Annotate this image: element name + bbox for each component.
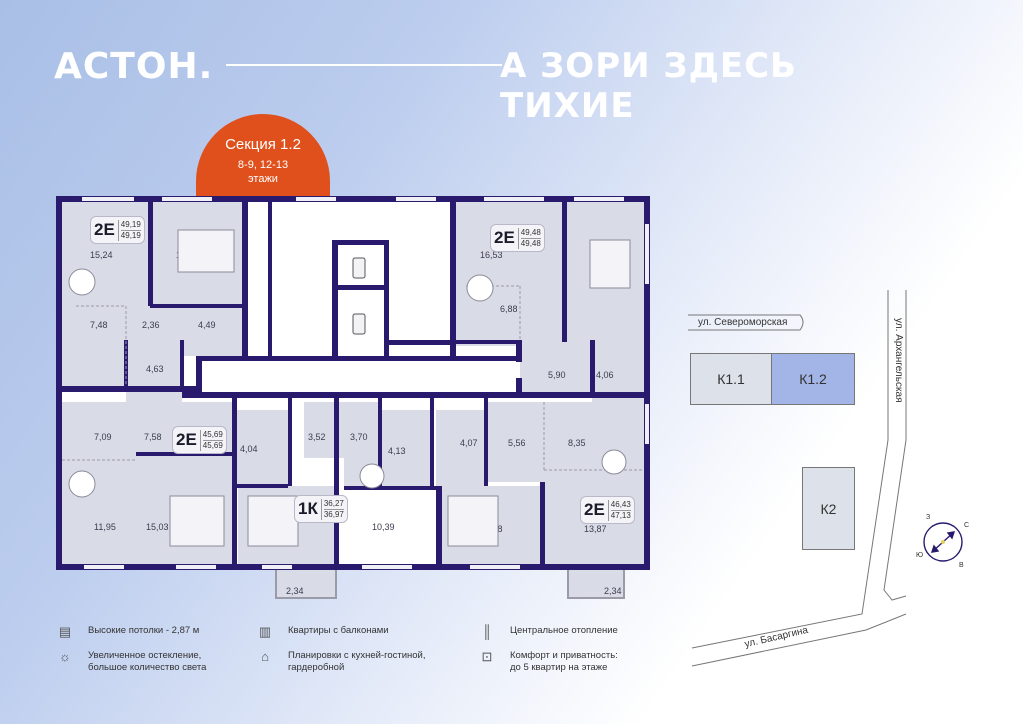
apartment-badge[interactable]: 2Е 46,43 47,13 — [580, 496, 635, 524]
svg-text:15,03: 15,03 — [146, 522, 169, 532]
apartment-type: 1К — [298, 499, 318, 518]
apartment-areas: 49,19 49,19 — [117, 219, 141, 241]
legend-text: Центральное отопление — [510, 625, 618, 636]
area-total: 49,19 — [120, 219, 141, 231]
apartment-areas: 49,48 49,48 — [517, 227, 541, 249]
svg-text:4,49: 4,49 — [198, 320, 216, 330]
apartment-type: 2Е — [494, 228, 515, 247]
area-total: 45,69 — [202, 429, 223, 441]
map-block-k1-1[interactable]: К1.1 — [690, 353, 772, 405]
svg-text:5,90: 5,90 — [548, 370, 566, 380]
area-alt: 45,69 — [202, 440, 223, 450]
svg-text:4,13: 4,13 — [388, 446, 406, 456]
legend-column-3: ║ Центральное отопление ⊡ Комфорт и прив… — [478, 625, 618, 683]
apartment-type: 2Е — [94, 220, 115, 239]
legend-text: Увеличенное остекление, большое количест… — [88, 650, 207, 673]
area-alt: 36,97 — [323, 509, 344, 519]
svg-text:6,88: 6,88 — [500, 304, 518, 314]
compass-west-label: З — [926, 514, 931, 521]
map-block-k2[interactable]: К2 — [802, 467, 855, 550]
svg-text:11,95: 11,95 — [94, 522, 116, 532]
area-total: 36,27 — [323, 498, 344, 510]
svg-text:4,04: 4,04 — [240, 444, 258, 454]
svg-text:4,06: 4,06 — [596, 370, 614, 380]
compass-north-label: С — [964, 522, 970, 529]
svg-text:7,09: 7,09 — [94, 432, 112, 442]
sun-icon: ☼ — [59, 649, 71, 664]
svg-text:16,53: 16,53 — [480, 250, 503, 260]
legend-text: Высокие потолки - 2,87 м — [88, 625, 200, 636]
title-divider — [226, 64, 502, 66]
legend-item: ☼ Увеличенное остекление, большое количе… — [56, 650, 206, 674]
svg-text:3,70: 3,70 — [350, 432, 368, 442]
svg-text:2,34: 2,34 — [286, 586, 304, 596]
windows — [82, 197, 649, 569]
kitchen-living-icon: ⌂ — [261, 649, 269, 664]
street-label-severomorskaya: ул. Североморская — [698, 317, 788, 328]
slogan-line-2: ТИХИЕ — [500, 86, 635, 126]
compass-icon — [923, 522, 963, 562]
apartment-type: 2Е — [584, 500, 605, 519]
svg-text:7,48: 7,48 — [90, 320, 108, 330]
apartment-type: 2Е — [176, 430, 197, 449]
legend-item: ⊡ Комфорт и приватность: до 5 квартир на… — [478, 650, 618, 674]
svg-text:2,34: 2,34 — [604, 586, 622, 596]
walls — [56, 196, 650, 570]
legend-column-2: ▥ Квартиры с балконами ⌂ Планировки с ку… — [256, 625, 426, 683]
legend-text: Комфорт и приватность: до 5 квартир на э… — [510, 650, 618, 673]
room-area-labels: 15,24 14,99 7,48 2,36 4,49 4,63 16,53 16… — [90, 250, 622, 596]
legend-text: Квартиры с балконами — [288, 625, 389, 636]
apartment-areas: 46,43 47,13 — [607, 499, 631, 521]
street-label-arkhangelskaya: ул. Архангельская — [893, 318, 904, 403]
svg-text:10,39: 10,39 — [372, 522, 395, 532]
area-total: 46,43 — [610, 499, 631, 511]
slogan-title: А ЗОРИ ЗДЕСЬ ТИХИЕ — [500, 46, 797, 126]
apartment-areas: 45,69 45,69 — [199, 429, 223, 451]
area-alt: 49,19 — [120, 230, 141, 240]
section-floors-label: этажи — [248, 173, 278, 185]
radiator-icon: ║ — [482, 624, 492, 639]
legend-item: ║ Центральное отопление — [478, 624, 618, 641]
apartment-areas: 36,27 36,97 — [320, 498, 344, 520]
svg-text:7,58: 7,58 — [144, 432, 162, 442]
compass-south-label: Ю — [916, 552, 924, 559]
legend-item: ▥ Квартиры с балконами — [256, 625, 426, 641]
area-alt: 49,48 — [520, 238, 541, 248]
section-floors: 8-9, 12-13 — [237, 159, 289, 171]
legend-text: Планировки с кухней-гостиной, гардеробно… — [288, 650, 426, 673]
balcony-icon: ▥ — [258, 624, 272, 639]
apartment-badge[interactable]: 2Е 45,69 45,69 — [172, 426, 227, 454]
compass-east-label: В — [959, 562, 964, 569]
legend-item: ▤ Высокие потолки - 2,87 м — [56, 625, 206, 641]
svg-text:5,56: 5,56 — [508, 438, 526, 448]
zone-dividers — [62, 285, 644, 471]
apartment-badge[interactable]: 2Е 49,19 49,19 — [90, 216, 145, 244]
svg-text:4,07: 4,07 — [460, 438, 478, 448]
bed-icons — [169, 229, 631, 547]
svg-text:3,52: 3,52 — [308, 432, 326, 442]
legend-item: ⌂ Планировки с кухней-гостиной, гардероб… — [256, 649, 426, 674]
legend-column-1: ▤ Высокие потолки - 2,87 м ☼ Увеличенное… — [56, 625, 207, 683]
room-fills — [62, 202, 644, 599]
svg-text:8,35: 8,35 — [568, 438, 586, 448]
apartment-badge[interactable]: 2Е 49,48 49,48 — [490, 224, 545, 252]
brand-title: АСТОН. — [54, 46, 214, 87]
map-block-k1-2[interactable]: К1.2 — [771, 353, 855, 405]
svg-text:13,87: 13,87 — [584, 524, 607, 534]
svg-text:15,24: 15,24 — [90, 250, 113, 260]
dining-table-icons — [68, 268, 627, 498]
area-alt: 47,13 — [610, 510, 631, 520]
street-lines — [688, 290, 907, 667]
floorplan-icon: ⊡ — [481, 649, 493, 664]
slogan-line-1: А ЗОРИ ЗДЕСЬ — [500, 46, 797, 86]
apartment-badge[interactable]: 1К 36,27 36,97 — [294, 495, 348, 523]
svg-text:2,36: 2,36 — [142, 320, 160, 330]
area-total: 49,48 — [520, 227, 541, 239]
svg-text:4,63: 4,63 — [146, 364, 164, 374]
elevator-icons — [352, 257, 366, 335]
ceiling-height-icon: ▤ — [58, 624, 72, 639]
section-title: Секция 1.2 — [225, 136, 301, 153]
